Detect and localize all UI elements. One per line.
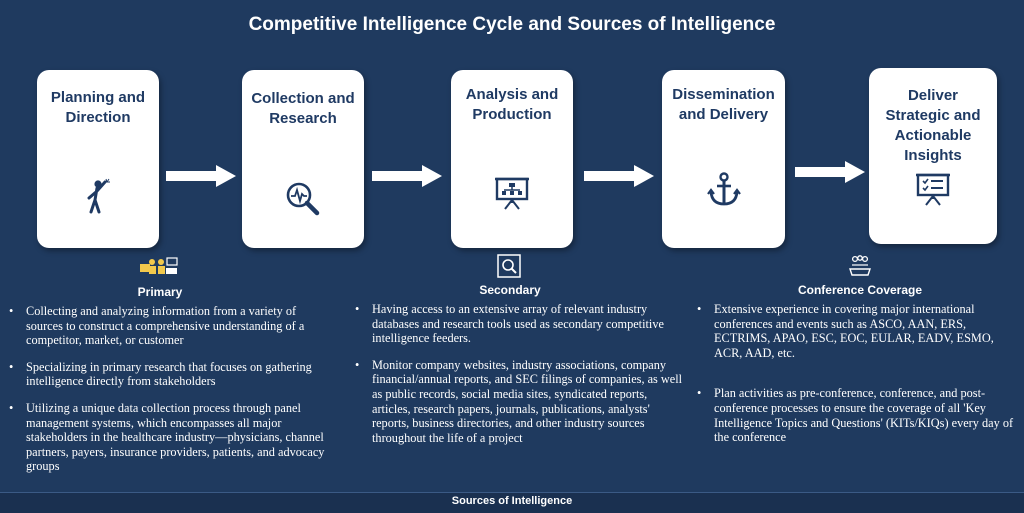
flow-arrow [372,165,442,187]
diagram-title: Competitive Intelligence Cycle and Sourc… [248,14,776,35]
conference-bullet-list: Extensive experience in covering major i… [694,302,1020,457]
list-item: Monitor company websites, industry assoc… [352,358,688,446]
stakeholders-icon [140,257,178,274]
list-item: Having access to an extensive array of r… [352,302,688,346]
primary-bullet-list: Collecting and analyzing information fro… [6,304,326,486]
presentation-chart-icon [495,177,529,210]
list-item: Extensive experience in covering major i… [694,302,1020,360]
step-label: Planning and Direction [50,89,146,126]
secondary-bullet-list: Having access to an extensive array of r… [352,302,688,457]
anchor-icon [706,172,741,206]
list-item: Specializing in primary research that fo… [6,360,326,389]
list-item: Collecting and analyzing information fro… [6,304,326,348]
list-item: Plan activities as pre-conference, confe… [694,386,1020,444]
primary-heading: Primary [137,285,183,299]
step-label: Collection and Research [251,90,355,127]
flow-arrow [166,165,236,187]
step-card-dissemination: Dissemination and Delivery [662,70,785,248]
flow-arrow [584,165,654,187]
step-card-planning: Planning and Direction [37,70,159,248]
person-reaching-icon [87,178,110,214]
magnifier-pulse-icon [286,182,320,216]
footer-bar [0,492,1024,513]
step-card-analysis: Analysis and Production [451,70,573,248]
list-item: Utilizing a unique data collection proce… [6,401,326,474]
web-search-icon [497,254,521,278]
step-card-collection: Collection and Research [242,70,364,248]
step-label: Deliver Strategic and Actionable Insight… [885,87,981,164]
step-label: Dissemination and Delivery [672,86,775,123]
step-card-insights: Deliver Strategic and Actionable Insight… [869,68,997,244]
flow-arrow [795,161,865,183]
conference-table-icon [849,255,871,276]
checklist-board-icon [916,173,950,206]
conference-heading: Conference Coverage [797,283,923,297]
step-label: Analysis and Production [465,86,559,123]
secondary-heading: Secondary [479,283,541,297]
footer-label: Sources of Intelligence [451,495,573,507]
